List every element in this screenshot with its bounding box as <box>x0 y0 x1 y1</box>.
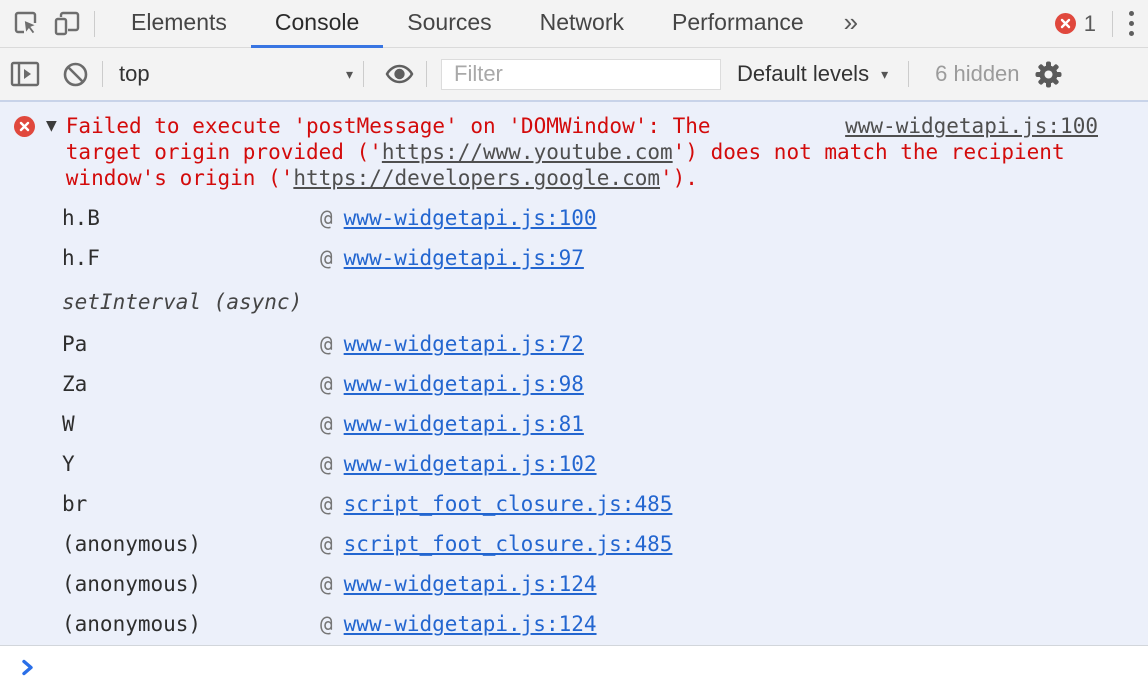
stack-at-symbol: @ <box>320 412 333 436</box>
stack-at-symbol: @ <box>320 572 333 596</box>
stack-source-link[interactable]: www-widgetapi.js:72 <box>343 332 584 356</box>
stack-function-name: (anonymous) <box>62 612 202 636</box>
chevron-down-icon: ▾ <box>345 65 353 82</box>
stack-at-symbol: @ <box>320 246 333 270</box>
inspect-element-icon[interactable] <box>8 7 42 41</box>
stack-function-name: setInterval (async) <box>62 290 303 314</box>
stack-source-link[interactable]: www-widgetapi.js:81 <box>343 412 584 436</box>
stack-at-symbol: @ <box>320 612 333 636</box>
stack-frame-row: h.F @ www-widgetapi.js:97 <box>14 238 1098 278</box>
tab-network[interactable]: Network <box>539 8 624 35</box>
stack-at-symbol: @ <box>320 452 333 476</box>
console-error-message: ▼ Failed to execute 'postMessage' on 'DO… <box>14 113 1098 191</box>
stack-frame-row: Pa @ www-widgetapi.js:72 <box>14 324 1098 364</box>
stack-trace-expander-icon[interactable]: ▼ <box>46 118 57 134</box>
stack-source-link[interactable]: script_foot_closure.js:485 <box>343 532 673 556</box>
javascript-context-selector[interactable]: top ▾ <box>113 61 353 87</box>
stack-at-symbol: @ <box>320 332 333 356</box>
error-line3-text-end: '). <box>660 166 698 190</box>
hidden-messages-count[interactable]: 6 hidden <box>935 61 1020 86</box>
toolbar-separator <box>363 61 364 87</box>
stack-frame-row: br @ script_foot_closure.js:485 <box>14 484 1098 524</box>
device-toolbar-icon[interactable] <box>50 7 84 41</box>
toolbar-separator <box>426 61 427 87</box>
stack-source-link[interactable]: www-widgetapi.js:98 <box>343 372 584 396</box>
error-count: 1 <box>1083 10 1096 36</box>
console-settings-gear-icon[interactable] <box>1034 60 1063 89</box>
log-levels-value: Default levels <box>737 61 870 86</box>
target-origin-url-link[interactable]: https://www.youtube.com <box>381 140 673 164</box>
console-sidebar-toggle-icon[interactable] <box>8 57 42 91</box>
context-selector-value: top <box>119 61 150 86</box>
tab-performance[interactable]: Performance <box>672 8 804 35</box>
stack-source-link[interactable]: www-widgetapi.js:100 <box>343 206 597 230</box>
stack-trace: h.B @ www-widgetapi.js:100 h.F @ www-wid… <box>14 198 1098 644</box>
error-line2-text: target origin provided (' <box>65 140 382 164</box>
error-line3-text: window's origin (' <box>65 166 294 190</box>
stack-function-name: Pa <box>62 332 88 356</box>
error-message-text: Failed to execute 'postMessage' on 'DOMW… <box>66 113 1098 191</box>
recipient-origin-url-link[interactable]: https://developers.google.com <box>293 166 661 190</box>
error-line1: Failed to execute 'postMessage' on 'DOMW… <box>65 114 711 138</box>
stack-source-link[interactable]: www-widgetapi.js:124 <box>343 612 597 636</box>
stack-frame-row: Y @ www-widgetapi.js:102 <box>14 444 1098 484</box>
stack-function-name: Y <box>62 452 75 476</box>
stack-source-link[interactable]: www-widgetapi.js:97 <box>343 246 584 270</box>
tab-sources[interactable]: Sources <box>407 8 492 35</box>
clear-console-icon[interactable] <box>58 57 92 91</box>
stack-function-name: (anonymous) <box>62 572 202 596</box>
console-filter-field[interactable] <box>441 58 721 90</box>
tab-elements[interactable]: Elements <box>131 8 227 35</box>
tab-console[interactable]: Console <box>250 0 384 48</box>
filter-input[interactable] <box>442 61 720 87</box>
live-expression-eye-icon[interactable] <box>382 57 416 91</box>
tabbar-separator <box>94 10 95 37</box>
stack-frame-row: W @ www-widgetapi.js:81 <box>14 404 1098 444</box>
stack-function-name: h.B <box>62 206 100 230</box>
stack-function-name: h.F <box>62 246 100 270</box>
console-toolbar: top ▾ Default levels ▾ 6 hidden <box>0 48 1148 102</box>
tabbar-separator <box>1112 10 1113 37</box>
tabbar-right-group: 1 <box>1054 5 1148 42</box>
toolbar-separator <box>102 61 103 87</box>
error-level-icon <box>14 116 35 137</box>
stack-frame-row: (anonymous) @ www-widgetapi.js:124 <box>14 604 1098 644</box>
log-levels-dropdown[interactable]: Default levels ▾ <box>737 61 888 87</box>
stack-at-symbol: @ <box>320 206 333 230</box>
prompt-chevron-icon <box>22 659 33 676</box>
stack-source-link[interactable]: www-widgetapi.js:102 <box>343 452 597 476</box>
stack-at-symbol: @ <box>320 372 333 396</box>
console-messages-area: ▼ Failed to execute 'postMessage' on 'DO… <box>0 102 1148 645</box>
more-tabs-button[interactable]: » <box>843 6 859 37</box>
error-source-link[interactable]: www-widgetapi.js:100 <box>845 114 1098 138</box>
error-line2-text-end: ') does not match the recipient <box>672 140 1065 164</box>
devtools-tabbar: Elements Console Sources Network Perform… <box>0 0 1148 48</box>
stack-source-link[interactable]: script_foot_closure.js:485 <box>343 492 673 516</box>
stack-frame-row: (anonymous) @ script_foot_closure.js:485 <box>14 524 1098 564</box>
error-badge-icon[interactable] <box>1054 13 1076 34</box>
stack-function-name: W <box>62 412 75 436</box>
stack-source-link[interactable]: www-widgetapi.js:124 <box>343 572 597 596</box>
stack-at-symbol: @ <box>320 532 333 556</box>
stack-frame-row: (anonymous) @ www-widgetapi.js:124 <box>14 564 1098 604</box>
more-options-icon[interactable] <box>1115 5 1148 42</box>
chevron-down-icon: ▾ <box>881 65 889 82</box>
stack-function-name: Za <box>62 372 88 396</box>
stack-frame-row: h.B @ www-widgetapi.js:100 <box>14 198 1098 238</box>
panel-tabs: Elements Console Sources Network Perform… <box>107 0 874 48</box>
stack-frame-row: setInterval (async) <box>14 282 1098 322</box>
stack-function-name: (anonymous) <box>62 532 202 556</box>
stack-function-name: br <box>62 492 88 516</box>
toolbar-separator <box>908 61 910 87</box>
stack-frame-row: Za @ www-widgetapi.js:98 <box>14 364 1098 404</box>
console-prompt[interactable] <box>0 645 1148 689</box>
stack-at-symbol: @ <box>320 492 333 516</box>
